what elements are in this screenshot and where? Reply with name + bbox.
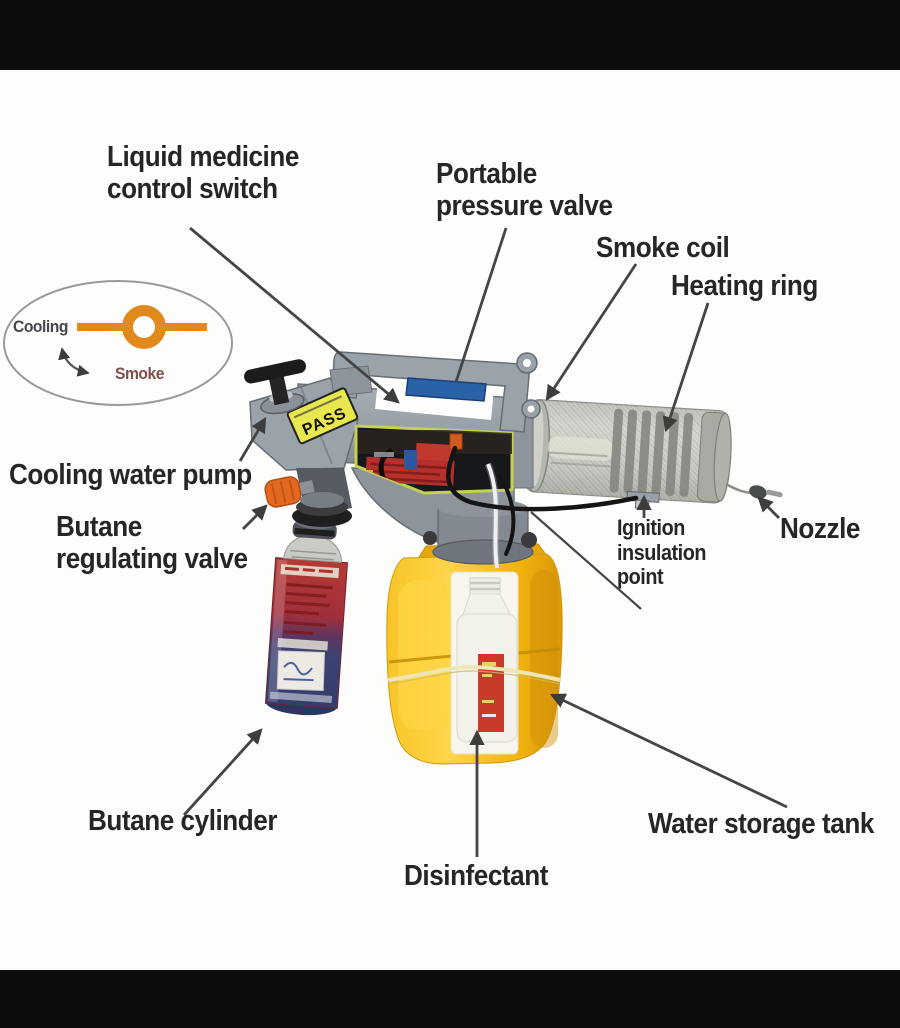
label-butane-regulating-valve: Butane regulating valve	[56, 511, 248, 575]
label-ignition-insulation-point: Ignition insulation point	[617, 515, 707, 590]
leader-liquid-medicine-control-switch	[189, 226, 400, 404]
tank-strap	[387, 664, 561, 682]
panel-blue-chip	[404, 450, 417, 470]
clear-tube	[486, 463, 499, 569]
water-pump-knob	[244, 359, 306, 415]
inset-ellipse	[3, 280, 233, 406]
leader-water-storage-tank	[549, 693, 788, 809]
leader-smoke-coil	[545, 263, 638, 401]
leader-lines	[182, 226, 788, 857]
neck-lug-left	[423, 531, 437, 545]
heating-barrel	[523, 399, 732, 510]
leader-portable-pressure-valve	[454, 227, 508, 383]
pass-sticker: PASS	[286, 387, 359, 445]
leader-butane-cylinder	[182, 728, 263, 816]
butane-valve-knob	[264, 476, 315, 508]
label-nozzle: Nozzle	[780, 513, 860, 545]
heating-ring-ribs	[609, 408, 694, 497]
can-white-label	[276, 650, 326, 692]
control-panel	[354, 424, 514, 495]
nozzle-tip	[749, 485, 767, 499]
ignition-wire	[446, 445, 639, 512]
inset-orange-ring	[122, 305, 166, 349]
tank-seam	[388, 647, 561, 664]
cooling-smoke-inset	[3, 280, 233, 406]
can-warning-text-rows	[283, 583, 333, 647]
label-water-storage-tank: Water storage tank	[648, 808, 874, 840]
label-portable-pressure-valve: Portable pressure valve	[436, 158, 613, 222]
handle-lug-hole-bottom	[527, 405, 535, 413]
neck-lug-right	[521, 532, 537, 548]
disinfectant-bottle	[456, 577, 518, 743]
butane-cylinder-art	[264, 515, 349, 716]
wires-and-tubes	[446, 445, 639, 569]
bottom-letterbox-bar	[0, 970, 900, 1028]
leader-heating-ring	[662, 302, 710, 433]
leader-cooling-water-pump	[238, 417, 267, 462]
nozzle-assembly	[725, 482, 783, 499]
inset-label-cooling: Cooling	[13, 317, 68, 336]
label-disinfectant: Disinfectant	[404, 860, 548, 892]
label-heating-ring: Heating ring	[671, 270, 818, 302]
bottle-label-text-marks	[482, 662, 496, 717]
label-smoke-coil: Smoke coil	[596, 232, 730, 264]
leader-butane-regulating-valve	[242, 504, 268, 530]
pressure-valve-blue	[405, 377, 487, 402]
cooling-to-smoke-arrow	[58, 347, 90, 377]
tank-strap-shadow	[387, 670, 561, 685]
handle-lug-hole-top	[523, 359, 531, 367]
leader-nozzle	[757, 496, 780, 519]
feed-wire	[498, 474, 516, 556]
label-cooling-water-pump: Cooling water pump	[9, 459, 252, 491]
top-letterbox-bar	[0, 0, 900, 70]
label-butane-cylinder: Butane cylinder	[88, 805, 278, 837]
inset-label-smoke: Smoke	[115, 364, 164, 383]
label-liquid-medicine-control-switch: Liquid medicine control switch	[107, 141, 299, 205]
smoke-coil-tube	[547, 436, 614, 461]
leader-ignition-insulation-long	[530, 511, 642, 610]
